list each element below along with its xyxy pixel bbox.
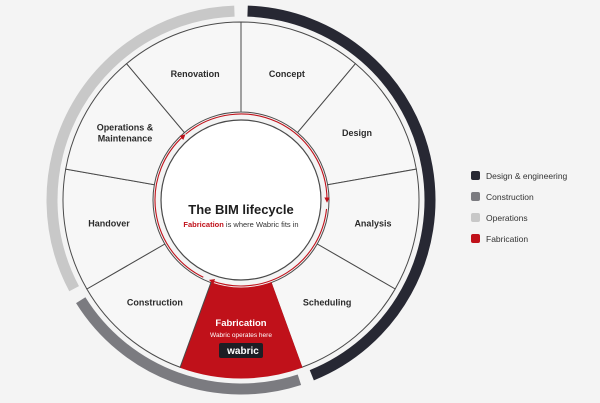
segment-label-handover: Handover — [88, 218, 130, 228]
cycle-arrow-2 — [209, 208, 328, 287]
center-title: The BIM lifecycle — [188, 202, 293, 217]
wabric-logo: wabric — [219, 343, 263, 358]
lifecycle-segments — [62, 21, 420, 379]
segment-renovation — [125, 21, 242, 134]
cycle-arrow-3 — [154, 134, 204, 278]
legend-swatch-design — [471, 171, 480, 180]
legend-item-construction: Construction — [471, 186, 567, 207]
cycle-arrows — [154, 113, 330, 287]
legend-item-operations: Operations — [471, 207, 567, 228]
center-subtitle-rest: is where Wabric fits in — [224, 220, 299, 229]
legend-label-operations: Operations — [486, 212, 528, 223]
segment-label-concept: Concept — [269, 69, 305, 79]
segment-label-renovation: Renovation — [171, 69, 220, 79]
legend-swatch-operations — [471, 213, 480, 222]
legend-label-construction: Construction — [486, 191, 534, 202]
legend-item-fabrication: Fabrication — [471, 228, 567, 249]
center-subtitle-highlight: Fabrication — [183, 220, 224, 229]
center-circle: The BIM lifecycle Fabrication is where W… — [160, 119, 322, 281]
legend: Design & engineering Construction Operat… — [471, 165, 567, 249]
legend-item-design: Design & engineering — [471, 165, 567, 186]
segment-label-fabrication: Fabrication — [215, 318, 266, 329]
legend-swatch-construction — [471, 192, 480, 201]
phase-arc-construction — [76, 297, 302, 395]
center-subtitle: Fabrication is where Wabric fits in — [183, 220, 298, 229]
segment-label-design: Design — [342, 128, 372, 138]
segment-label-scheduling: Scheduling — [303, 298, 352, 308]
legend-label-fabrication: Fabrication — [486, 233, 529, 244]
segment-label-operations-maintenance: Operations &Maintenance — [97, 123, 154, 144]
segment-label-analysis: Analysis — [354, 218, 391, 228]
phase-arc-design — [247, 5, 436, 381]
segment-label-construction: Construction — [127, 298, 183, 308]
legend-swatch-fabrication — [471, 234, 480, 243]
legend-label-design: Design & engineering — [486, 170, 568, 181]
phase-arcs — [46, 5, 436, 395]
phase-arc-operations — [46, 5, 235, 292]
fabrication-subtitle: Wabric operates here — [210, 332, 272, 339]
svg-text:wabric: wabric — [226, 346, 259, 357]
cycle-arrow-1 — [185, 113, 330, 203]
segment-labels: ConceptDesignAnalysisSchedulingFabricati… — [88, 69, 391, 358]
